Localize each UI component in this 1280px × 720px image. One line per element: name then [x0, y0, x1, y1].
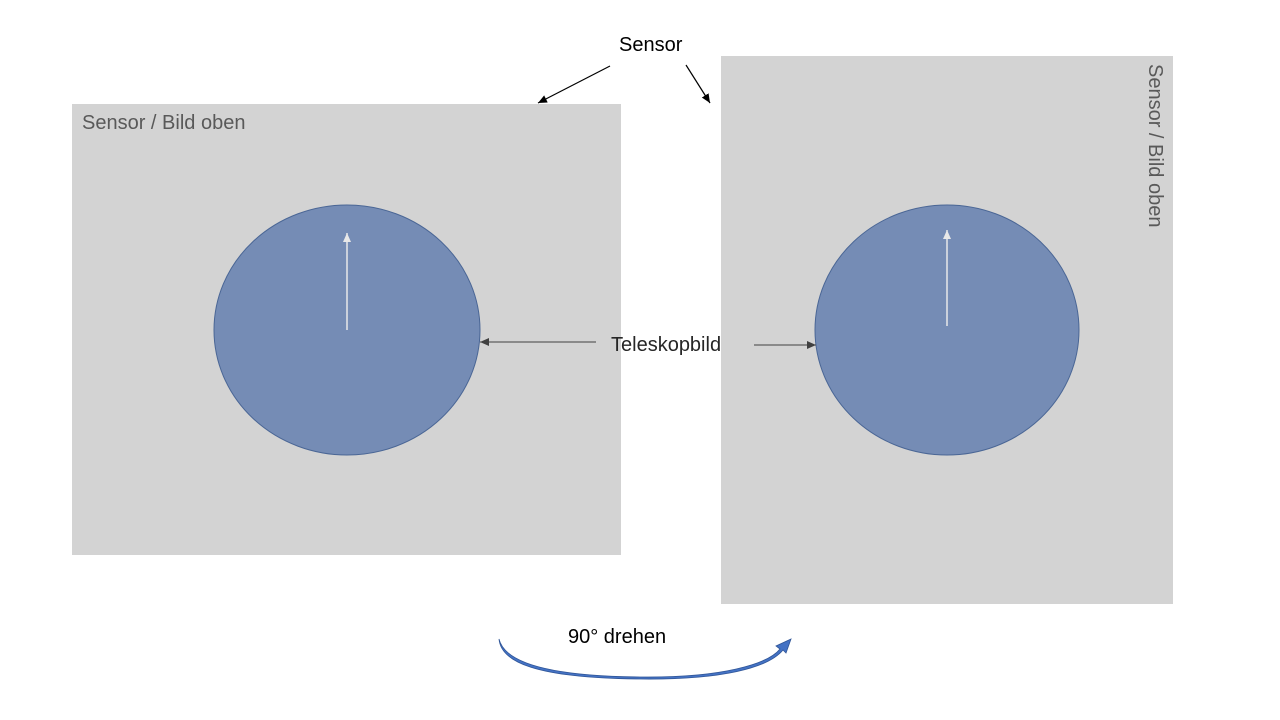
rotate-arrow-icon — [498, 638, 792, 680]
rotate-label: 90° drehen — [568, 626, 667, 648]
sensor-top-right-label: Sensor / Bild oben — [1144, 64, 1166, 228]
telescope-circle-right — [814, 204, 1080, 456]
sensor-pointer-right-arrow — [685, 64, 711, 104]
sensor-pointer-left-arrow — [537, 65, 611, 104]
sensor-top-left-label: Sensor / Bild oben — [82, 112, 246, 134]
sensor-label: Sensor — [619, 34, 683, 56]
telescope-image-label: Teleskopbild — [611, 334, 722, 356]
